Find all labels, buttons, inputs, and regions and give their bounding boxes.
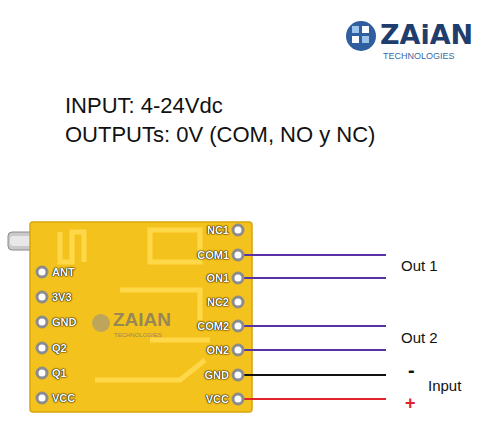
logo-text: ZAiAN	[380, 19, 473, 50]
pcb-board	[30, 222, 252, 412]
crystal-shine	[10, 236, 32, 246]
pin-label: ON2	[206, 344, 229, 357]
pcb-traces	[60, 230, 210, 380]
pin-label: VCC	[206, 393, 229, 406]
left-pin-holes	[37, 267, 47, 403]
pin-label: NC2	[207, 296, 229, 309]
wire-label: Out 2	[401, 329, 438, 346]
pin-label: Q2	[52, 342, 67, 355]
pin-label: ON1	[206, 272, 229, 285]
logo-subtext: TECHNOLOGIES	[383, 51, 455, 61]
pin-label: GND	[205, 369, 229, 382]
pin-label: NC1	[207, 224, 229, 237]
logo-icon	[346, 21, 376, 51]
pin-label: ANT	[52, 266, 75, 279]
pin-label: COM2	[197, 320, 229, 333]
watermark: ZAIAN	[113, 309, 171, 331]
pin-label: COM1	[197, 249, 229, 262]
pin-label: 3V3	[52, 291, 72, 304]
spec-text: OUTPUTs: 0V (COM, NO y NC)	[65, 122, 375, 147]
wires	[240, 255, 386, 399]
right-pin-holes	[233, 225, 243, 404]
pin-label: Q1	[52, 367, 67, 380]
watermark: TECHNOLOGIES	[114, 332, 162, 339]
spec-text: INPUT: 4-24Vdc	[65, 93, 223, 118]
polarity-sign: +	[405, 393, 416, 414]
wire-label: Input	[428, 377, 461, 394]
pin-label: GND	[52, 316, 76, 329]
wire-label: Out 1	[401, 257, 438, 274]
watermark-icon	[92, 314, 110, 332]
pin-label: VCC	[52, 392, 75, 405]
polarity-sign: -	[408, 359, 415, 382]
